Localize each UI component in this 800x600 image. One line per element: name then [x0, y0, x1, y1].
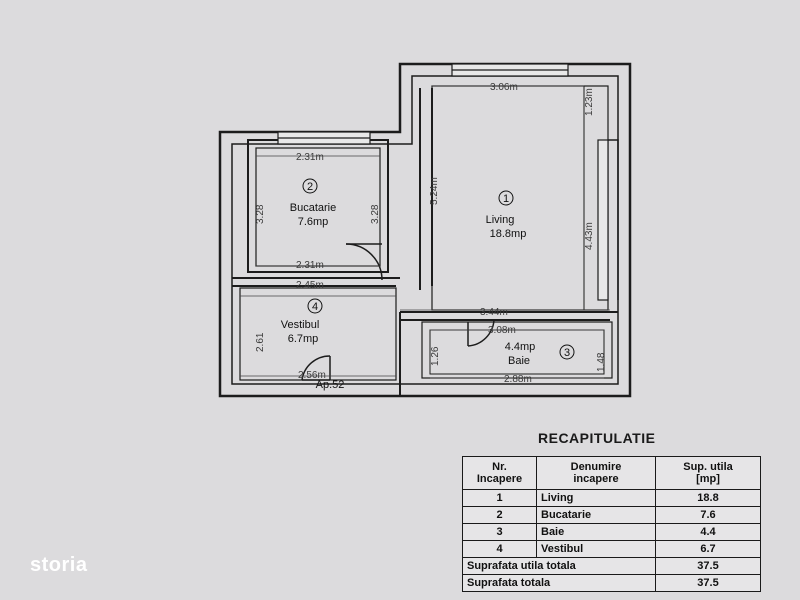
table-row: 1 Living 18.8	[462, 489, 761, 507]
dim-bath-height-right: 1.48	[596, 352, 607, 372]
floor-plan: 3.06m 2.31m 2.31m 2.45m 2.56m 3.44m 3.08…	[218, 62, 632, 398]
cell-name: Baie	[536, 523, 656, 541]
room-name: Baie	[508, 355, 530, 367]
dim-hall-width-top: 2.45m	[296, 280, 324, 291]
dim-bath-width-outer: 3.44m	[480, 307, 508, 318]
table-row: 2 Bucatarie 7.6	[462, 506, 761, 524]
dim-living-top-right: 1.23m	[584, 88, 595, 116]
windows	[277, 63, 609, 301]
header-name-line1: Denumire	[570, 461, 622, 473]
dim-bath-width-bottom: 2.88m	[504, 374, 532, 385]
storia-logo[interactable]: storia	[30, 554, 88, 576]
table-row: 4 Vestibul 6.7	[462, 540, 761, 558]
room-number: 2	[307, 181, 313, 193]
room-label-bath: 3 Baie 4.4mp	[505, 341, 575, 367]
cell-area: 6.7	[655, 540, 761, 558]
header-nr: Nr. Incapere	[462, 456, 537, 490]
room-number: 1	[503, 193, 509, 205]
cell-nr: 1	[462, 489, 537, 507]
recap-table: Nr. Incapere Denumire incapere Sup. util…	[462, 456, 761, 592]
apartment-label: Ap.52	[316, 379, 345, 391]
header-area: Sup. utila [mp]	[655, 456, 761, 490]
header-area-line1: Sup. utila	[683, 461, 733, 473]
recap-header-row: Nr. Incapere Denumire incapere Sup. util…	[462, 456, 761, 490]
table-row: 3 Baie 4.4	[462, 523, 761, 541]
header-name: Denumire incapere	[536, 456, 656, 490]
dim-kitchen-width-bottom: 2.31m	[296, 260, 324, 271]
room-label-living: 1 Living 18.8mp	[486, 190, 527, 240]
dim-kitchen-width-top: 2.31m	[296, 152, 324, 163]
cell-name: Vestibul	[536, 540, 656, 558]
room-number: 4	[312, 301, 318, 313]
total-row: Suprafata utila totala 37.5	[462, 557, 761, 575]
room-area: 6.7mp	[288, 333, 319, 345]
room-area: 7.6mp	[298, 216, 329, 228]
room-number: 3	[564, 347, 570, 359]
room-label-kitchen: 2 Bucatarie 7.6mp	[290, 178, 336, 228]
header-nr-line2: Incapere	[476, 473, 523, 485]
cell-area: 7.6	[655, 506, 761, 524]
cell-name: Bucatarie	[536, 506, 656, 524]
total-value: 37.5	[655, 557, 761, 575]
room-name: Living	[486, 214, 515, 226]
cell-nr: 3	[462, 523, 537, 541]
total-label: Suprafata totala	[462, 574, 656, 592]
room-name: Vestibul	[281, 319, 320, 331]
dim-bath-height-left: 1.26	[430, 346, 441, 366]
header-area-line2: [mp]	[696, 473, 720, 485]
cell-area: 18.8	[655, 489, 761, 507]
room-name: Bucatarie	[290, 202, 336, 214]
room-label-hall: 4 Vestibul 6.7mp	[281, 298, 323, 345]
dimension-lines	[240, 85, 610, 379]
dim-hall-height: 2.61	[255, 332, 266, 352]
cell-area: 4.4	[655, 523, 761, 541]
dim-living-width: 3.06m	[490, 82, 518, 93]
cell-nr: 4	[462, 540, 537, 558]
dim-living-right: 4.43m	[584, 222, 595, 250]
dim-hall-width-bottom: 2.56m	[298, 370, 326, 381]
total-row: Suprafata totala 37.5	[462, 574, 761, 592]
dim-living-height: 5.24m	[429, 177, 440, 205]
cell-name: Living	[536, 489, 656, 507]
header-nr-line1: Nr.	[492, 461, 507, 473]
cell-nr: 2	[462, 506, 537, 524]
outer-walls	[218, 62, 632, 398]
dim-kitchen-height-right: 3.28	[370, 204, 381, 224]
recap-title: RECAPITULATIE	[538, 430, 656, 446]
dim-kitchen-height-left: 3.28	[255, 204, 266, 224]
room-area: 4.4mp	[505, 341, 536, 353]
dim-bath-width-top: 3.08m	[488, 325, 516, 336]
total-value: 37.5	[655, 574, 761, 592]
total-label: Suprafata utila totala	[462, 557, 656, 575]
room-area: 18.8mp	[490, 228, 527, 240]
header-name-line2: incapere	[573, 473, 619, 485]
